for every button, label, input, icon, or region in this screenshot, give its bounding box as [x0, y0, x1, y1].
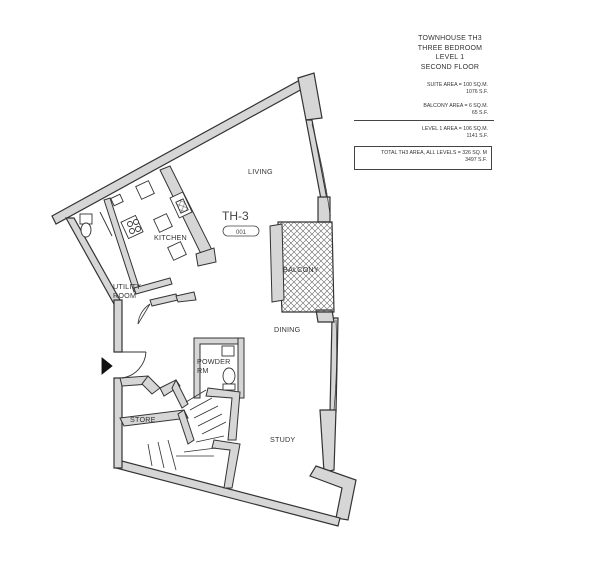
room-powder-1: POWDER — [197, 357, 231, 366]
title-line-2: THREE BEDROOM — [417, 44, 483, 52]
entry-door — [101, 351, 147, 379]
room-store: STORE — [130, 415, 156, 424]
window-lines — [311, 123, 338, 411]
powder-fixtures — [221, 345, 236, 391]
balcony-area-shape — [269, 221, 335, 313]
balcony-area-label: BALCONY AREA = 6 SQ.M. — [423, 103, 488, 109]
total-area-sub: 3497 S.F. — [465, 157, 487, 163]
balcony-area: BALCONY AREA = 6 SQ.M. 65 S.F. — [392, 103, 488, 117]
interior-walls — [103, 165, 245, 489]
level1-area: LEVEL 1 AREA = 106 SQ.M. 1141 S.F. — [392, 126, 488, 140]
suite-area-sub: 1076 S.F. — [466, 89, 488, 95]
room-labels: LIVING KITCHEN BALCONY UTILITY ROOM DINI… — [113, 167, 319, 444]
kitchen-fixtures — [110, 180, 193, 261]
exterior-walls — [51, 72, 357, 527]
level1-area-sub: 1141 S.F. — [466, 133, 488, 139]
room-study: STUDY — [270, 435, 295, 444]
room-balcony: BALCONY — [283, 265, 319, 274]
suite-area-label: SUITE AREA = 100 SQ.M. — [427, 82, 488, 88]
total-area-box: TOTAL TH3 AREA, ALL LEVELS = 326 SQ. M 3… — [354, 146, 492, 170]
stair-treads — [147, 389, 227, 471]
room-powder-2: RM — [197, 366, 209, 375]
title-block: TOWNHOUSE TH3 THREE BEDROOM LEVEL 1 SECO… — [400, 34, 500, 72]
unit-tag-name: TH-3 — [222, 209, 249, 223]
title-line-1: TOWNHOUSE TH3 — [418, 35, 482, 42]
level1-area-label: LEVEL 1 AREA = 106 SQ.M. — [422, 126, 488, 132]
room-kitchen: KITCHEN — [154, 233, 187, 242]
suite-area: SUITE AREA = 100 SQ.M. 1076 S.F. — [392, 82, 488, 96]
room-dining: DINING — [274, 325, 301, 334]
utility-bath — [79, 211, 113, 238]
balcony-area-sub: 65 S.F. — [471, 110, 488, 116]
title-line-4: SECOND FLOOR — [420, 63, 480, 71]
room-living: LIVING — [248, 167, 273, 176]
title-line-3: LEVEL 1 — [435, 54, 465, 61]
divider-line — [354, 120, 494, 121]
total-area-label: TOTAL TH3 AREA, ALL LEVELS = 326 SQ. M — [381, 150, 487, 156]
room-utility-1: UTILITY — [113, 282, 141, 291]
room-utility-2: ROOM — [113, 291, 136, 300]
unit-tag-number: 001 — [236, 230, 247, 236]
unit-tag: TH-3 001 — [222, 209, 260, 237]
utility-door — [137, 303, 151, 325]
